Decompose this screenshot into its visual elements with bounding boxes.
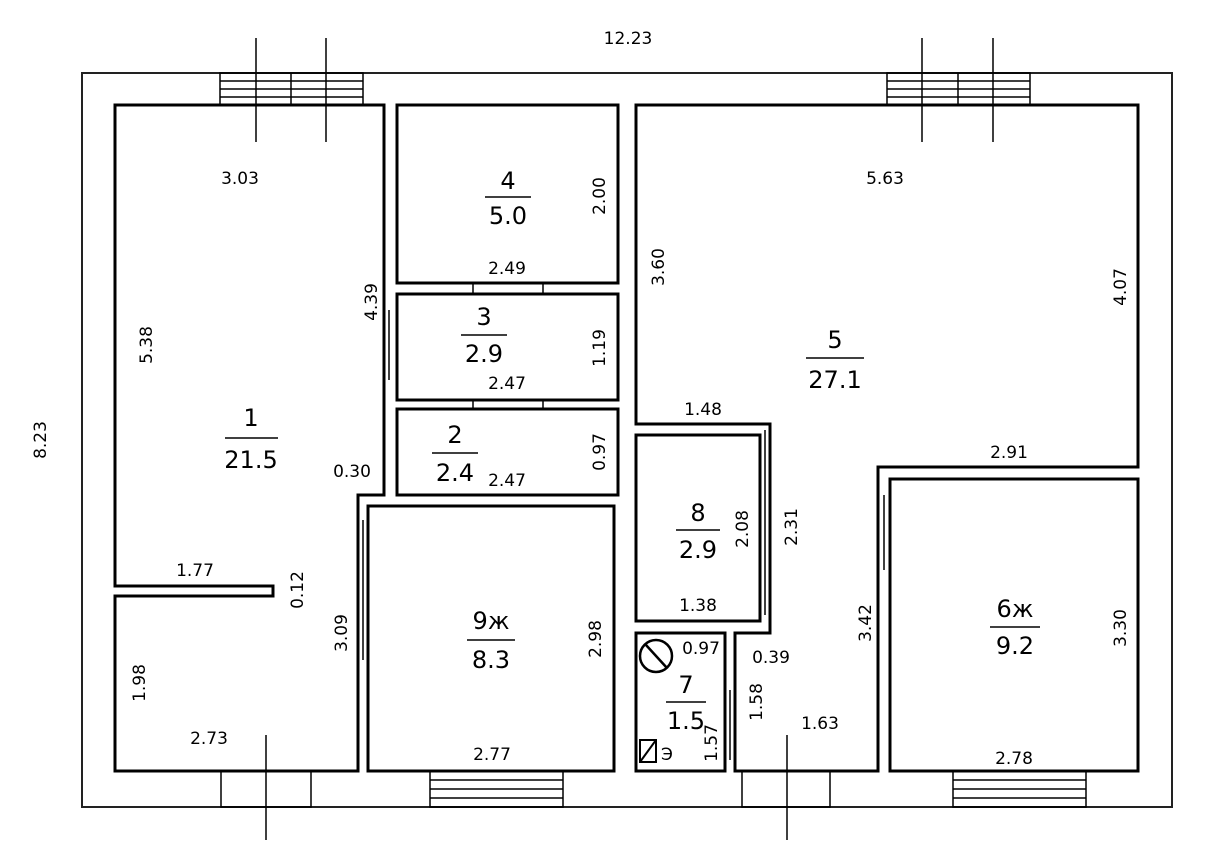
dim-3-42: 3.42 <box>856 604 876 642</box>
dim-2-49: 2.49 <box>488 259 526 279</box>
dim-1-38: 1.38 <box>679 596 717 616</box>
dim-2-98: 2.98 <box>586 620 606 658</box>
room-labels: 1 21.5 2 2.4 3 2.9 4 5.0 5 27.1 6ж 9.2 <box>224 167 1040 735</box>
gas-meter-icon <box>638 638 674 674</box>
dim-3-60: 3.60 <box>649 248 669 286</box>
dim-1-58: 1.58 <box>747 683 767 721</box>
dim-2-47-room3: 2.47 <box>488 374 526 394</box>
svg-text:2: 2 <box>447 421 462 449</box>
dim-5-63: 5.63 <box>866 169 904 189</box>
dim-3-09: 3.09 <box>332 614 352 652</box>
dim-2-77: 2.77 <box>473 745 511 765</box>
svg-text:8.3: 8.3 <box>472 646 510 674</box>
svg-text:9ж: 9ж <box>473 607 510 635</box>
dim-1-98: 1.98 <box>130 664 150 702</box>
room-3-label: 3 2.9 <box>461 303 507 368</box>
dim-4-07: 4.07 <box>1111 268 1131 306</box>
dim-1-19: 1.19 <box>590 329 610 367</box>
room-6-label: 6ж 9.2 <box>990 595 1040 660</box>
room-2-label: 2 2.4 <box>432 421 478 487</box>
room-4-label: 4 5.0 <box>485 167 531 230</box>
svg-text:5.0: 5.0 <box>489 202 527 230</box>
dim-2-78: 2.78 <box>995 749 1033 769</box>
window-bottom-room5 <box>741 735 831 840</box>
svg-text:2.4: 2.4 <box>436 459 474 487</box>
window-bottom-left <box>220 735 312 840</box>
room-7-label: 7 1.5 <box>666 671 706 735</box>
window-bottom-room6 <box>952 770 1087 808</box>
room-8-label: 8 2.9 <box>676 499 720 564</box>
dim-1-48: 1.48 <box>684 400 722 420</box>
svg-text:9.2: 9.2 <box>996 632 1034 660</box>
dim-2-31: 2.31 <box>782 508 802 546</box>
room-8-wall <box>634 433 762 623</box>
room-1-wall <box>113 103 386 773</box>
svg-text:2.9: 2.9 <box>679 536 717 564</box>
electric-meter-label: Э <box>661 745 673 765</box>
room-1-label: 1 21.5 <box>224 404 278 474</box>
dim-0-39: 0.39 <box>752 648 790 668</box>
room-7-wall <box>634 631 727 773</box>
dim-0-30: 0.30 <box>333 462 371 482</box>
dim-0-12: 0.12 <box>288 571 308 609</box>
dim-2-00: 2.00 <box>590 177 610 215</box>
dim-0-97-room2: 0.97 <box>590 433 610 471</box>
room-6-wall <box>888 477 1140 773</box>
overall-height-label: 8.23 <box>31 421 51 459</box>
room-9-wall <box>366 504 616 773</box>
window-top-right <box>886 38 1031 142</box>
dim-2-91: 2.91 <box>990 443 1028 463</box>
svg-text:7: 7 <box>678 671 693 699</box>
room-3-wall <box>395 292 620 402</box>
svg-text:3: 3 <box>476 303 491 331</box>
door-marks <box>362 283 885 760</box>
dim-3-03: 3.03 <box>221 169 259 189</box>
room-5-label: 5 27.1 <box>806 326 864 394</box>
svg-text:1: 1 <box>243 404 258 432</box>
dim-1-57: 1.57 <box>702 724 722 762</box>
svg-text:27.1: 27.1 <box>808 366 861 394</box>
dim-3-30: 3.30 <box>1111 609 1131 647</box>
dim-5-38: 5.38 <box>137 326 157 364</box>
dim-2-08: 2.08 <box>733 510 753 548</box>
room-5-wall <box>634 103 1140 773</box>
svg-text:1.5: 1.5 <box>667 707 705 735</box>
windows <box>219 38 1087 840</box>
outer-boundary <box>81 72 1173 808</box>
room-2-wall <box>395 407 620 497</box>
svg-text:6ж: 6ж <box>997 595 1034 623</box>
dim-1-63: 1.63 <box>801 714 839 734</box>
svg-text:2.9: 2.9 <box>465 340 503 368</box>
svg-text:21.5: 21.5 <box>224 446 277 474</box>
svg-text:5: 5 <box>827 326 842 354</box>
overall-width-label: 12.23 <box>604 29 653 49</box>
room-9-label: 9ж 8.3 <box>467 607 515 674</box>
electric-meter-icon <box>639 739 657 763</box>
dimension-labels: 3.03 5.38 4.39 0.30 1.77 0.12 3.09 1.98 … <box>130 169 1131 769</box>
dim-4-39: 4.39 <box>362 283 382 321</box>
window-bottom-room9 <box>429 770 564 808</box>
svg-text:4: 4 <box>500 167 515 195</box>
dim-1-77: 1.77 <box>176 561 214 581</box>
window-top-left <box>219 38 364 142</box>
dim-0-97-room7: 0.97 <box>682 639 720 659</box>
svg-text:8: 8 <box>690 499 705 527</box>
dim-2-47-room2: 2.47 <box>488 471 526 491</box>
dim-2-73: 2.73 <box>190 729 228 749</box>
room-4-wall <box>395 103 620 285</box>
